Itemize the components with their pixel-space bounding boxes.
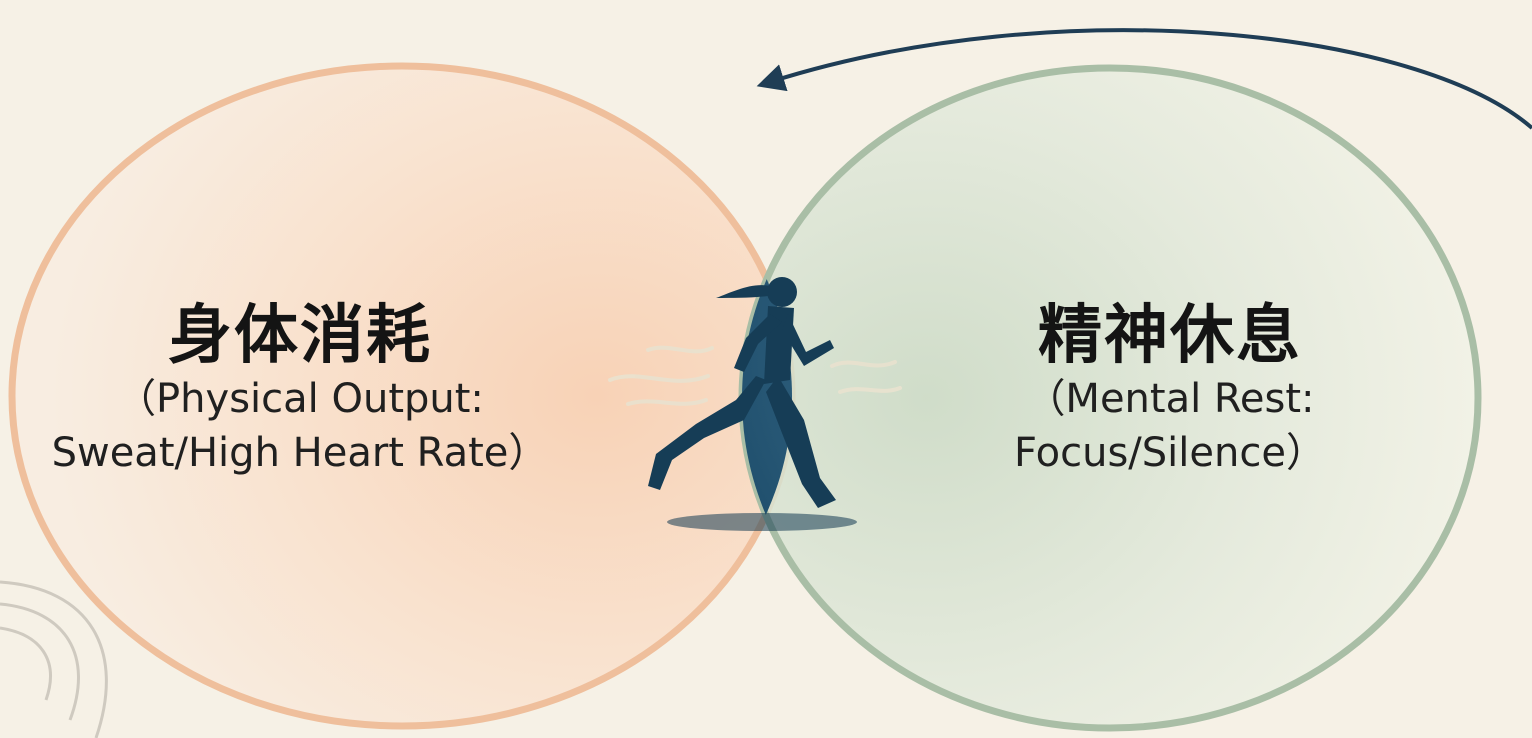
physical-output-subtitle-line2: Sweat/High Heart Rate） bbox=[51, 430, 549, 476]
mental-rest-subtitle-line2: Focus/Silence） bbox=[1014, 430, 1326, 476]
physical-output-subtitle-line1: （Physical Output: bbox=[116, 376, 484, 422]
feedback-arrow bbox=[756, 28, 1532, 130]
ripple-decoration bbox=[0, 580, 108, 738]
physical-output-title: 身体消耗 bbox=[168, 299, 432, 373]
mental-rest-label: 精神休息 （Mental Rest: Focus/Silence） bbox=[1010, 300, 1330, 480]
mental-rest-title: 精神休息 bbox=[1038, 299, 1302, 373]
physical-output-label: 身体消耗 （Physical Output: Sweat/High Heart … bbox=[40, 300, 560, 480]
runner-icon bbox=[608, 277, 902, 531]
mental-rest-subtitle-line1: （Mental Rest: bbox=[1025, 376, 1315, 422]
